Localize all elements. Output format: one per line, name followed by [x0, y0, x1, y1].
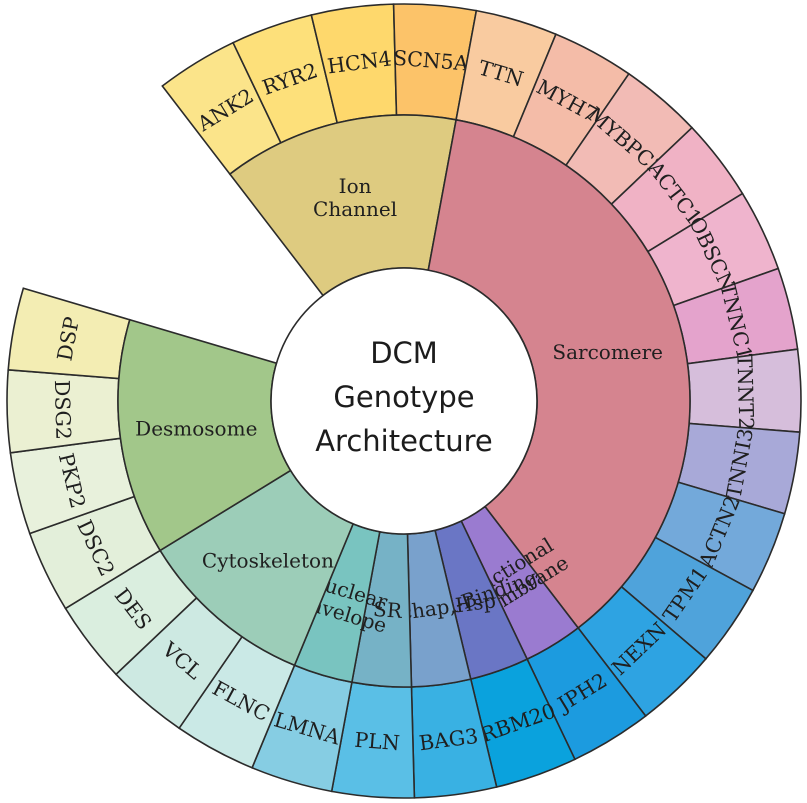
center-title-line-3: Architecture [315, 424, 493, 458]
gene-label-scn5a: SCN5A [392, 46, 469, 76]
gene-label-pln: PLN [354, 728, 401, 755]
center-hub: DCM Genotype Architecture [270, 267, 538, 535]
center-title-line-2: Genotype [333, 380, 474, 414]
center-circle [270, 267, 538, 535]
center-title-line-1: DCM [370, 336, 438, 370]
category-label-desmosome: Desmosome [135, 416, 257, 440]
gene-label-tnnt2: TNNT2 [732, 354, 758, 431]
category-label-ion-channel-line-2: Channel [313, 197, 397, 221]
category-label-sr: SR [372, 597, 403, 623]
category-label-sarcomere: Sarcomere [552, 340, 663, 364]
gene-label-dsg2: DSG2 [50, 380, 76, 441]
category-label-cytoskeleton: Cytoskeleton [202, 548, 334, 572]
category-label-ion-channel-line-1: Ion [339, 174, 372, 198]
